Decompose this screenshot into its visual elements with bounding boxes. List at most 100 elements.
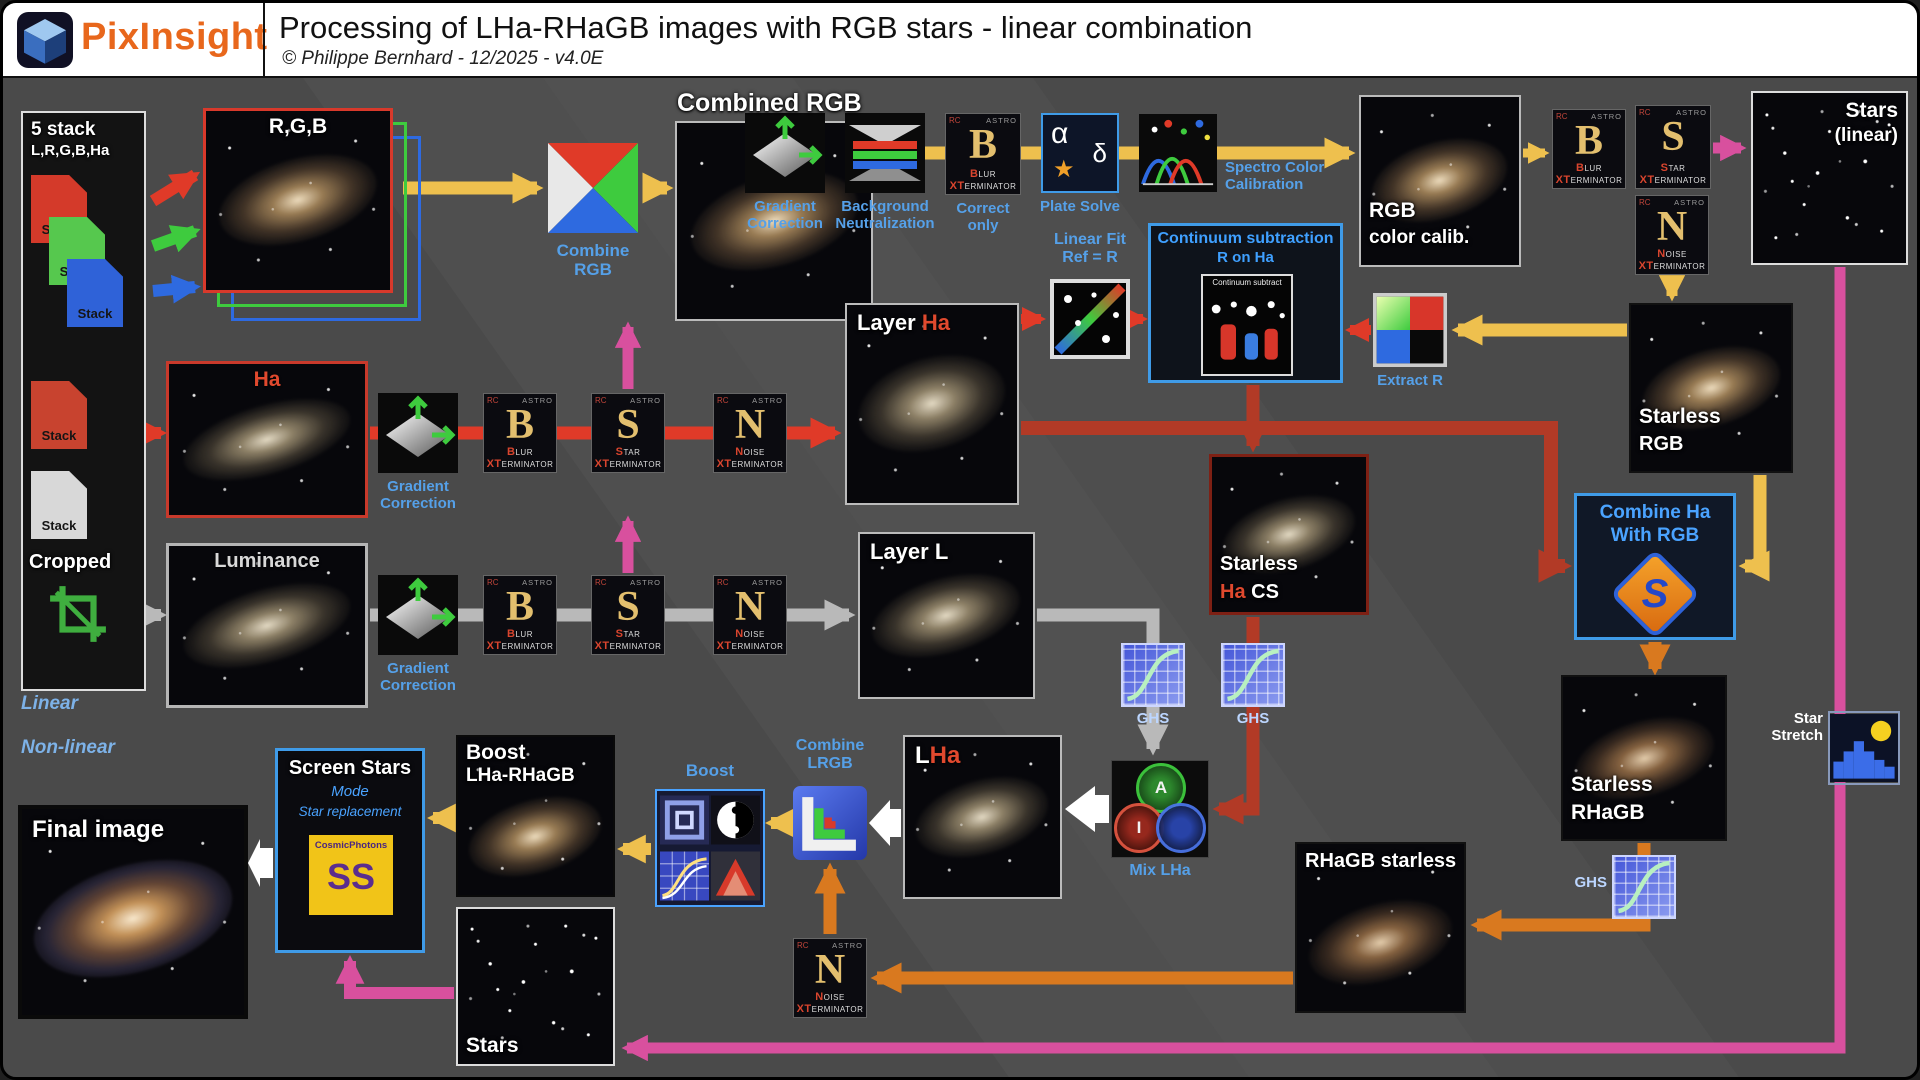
xt-letter: N — [1656, 204, 1688, 250]
xt-word1-rest: OISE — [743, 630, 765, 639]
xt-word1-initial: N — [735, 628, 744, 640]
lha-label-l: L — [915, 742, 930, 769]
arrow-screenstars-final — [248, 839, 273, 887]
xt-word1-initial: S — [1660, 162, 1669, 174]
yin-yang-blend-icon — [711, 795, 760, 845]
histogram-peak-icon — [711, 851, 760, 901]
xt-word2-initial: XT — [716, 640, 732, 652]
arrow-stack-r — [149, 169, 201, 207]
gradient-correction-icon — [378, 393, 458, 473]
xt-word2-rest: ERMINATOR — [609, 460, 662, 469]
xt-word1: NOISE — [1636, 248, 1708, 260]
xt-letter: S — [1661, 114, 1685, 160]
section-linear-label: Linear — [21, 693, 79, 714]
xt-word2-rest: ERMINATOR — [731, 642, 784, 651]
stars-linear-label-l2: (linear) — [1834, 125, 1898, 146]
gradient-label-l2: Correction — [747, 214, 823, 232]
xt-astro-badge: ASTRO — [1674, 198, 1705, 207]
alpha-symbol: α — [1051, 117, 1069, 150]
xt-word1-rest: TAR — [623, 630, 641, 639]
xt-rc-badge: RC — [717, 578, 729, 587]
galaxy-graphic — [174, 566, 360, 685]
stacks-panel: 5 stack L,R,G,B,Ha Stack Stack Stack Sta… — [21, 111, 146, 691]
noisexterminator-icon: RC ASTRO N NOISE XTERMINATOR — [713, 393, 787, 473]
noisexterminator-icon: RC ASTRO N NOISE XTERMINATOR — [793, 938, 867, 1018]
continuum-title-l1: Continuum subtraction — [1157, 230, 1334, 247]
xt-word2: XTERMINATOR — [794, 1003, 866, 1015]
star-stretch-label-l2: Stretch — [1771, 726, 1823, 744]
xt-rc-badge: RC — [1639, 198, 1651, 207]
xt-word2-rest: ERMINATOR — [811, 1005, 864, 1014]
stars-linear-image: Stars (linear) — [1751, 91, 1908, 265]
rhagb-starless-image: RHaGB starless — [1295, 842, 1466, 1013]
gradient-correction-label: Gradient Correction — [350, 478, 486, 513]
pixel-inset-icon — [660, 795, 709, 845]
xt-word2: XTERMINATOR — [1553, 174, 1625, 186]
combine-lrgb-icon — [793, 786, 867, 860]
stack-doc-lum: Stack — [31, 471, 87, 539]
lha-label-ha: Ha — [929, 742, 961, 769]
gradient-label-l2: Correction — [380, 494, 456, 512]
ha-image: Ha — [166, 361, 368, 518]
xt-letter: B — [1574, 118, 1603, 164]
boost-icons-label: Boost — [685, 761, 735, 780]
noisexterminator-icon: RC ASTRO N NOISE XTERMINATOR — [713, 575, 787, 655]
backneut-label-l2: Neutralization — [835, 214, 935, 232]
xt-letter: N — [734, 402, 766, 448]
xt-word2-rest: ERMINATOR — [609, 642, 662, 651]
luminance-image: Luminance — [166, 543, 368, 708]
plate-solve-label: Plate Solve — [1039, 198, 1121, 215]
star-stretch-label-l1: Star — [1793, 710, 1823, 727]
boost-image-label-l2: LHa-RHaGB — [466, 765, 575, 786]
extract-r-label: Extract R — [1377, 372, 1443, 389]
xt-word2: XTERMINATOR — [946, 180, 1020, 192]
arrow-stack-b — [152, 274, 201, 304]
xt-letter: B — [968, 122, 997, 168]
layer-ha-label-suffix: Ha — [921, 310, 950, 335]
rgb-calib-label-l1: RGB — [1369, 199, 1416, 222]
continuum-subtract-icon: Continuum subtract — [1201, 274, 1293, 376]
layer-ha-label: Layer Ha — [857, 310, 950, 336]
xt-word2-rest: ERMINATOR — [501, 460, 554, 469]
galaxy-graphic — [1565, 702, 1723, 814]
xt-rc-badge: RC — [595, 578, 607, 587]
mix-letter-i: I — [1136, 818, 1142, 837]
xt-word2: XTERMINATOR — [484, 458, 556, 470]
ghs-stretch-icon — [1221, 643, 1285, 707]
crop-icon — [50, 586, 106, 642]
xt-word2: XTERMINATOR — [592, 640, 664, 652]
ghs-label: GHS — [1574, 874, 1607, 891]
xt-letter: B — [505, 584, 534, 630]
stacks-title: 5 stack — [31, 119, 96, 140]
cropped-label: Cropped — [29, 551, 112, 573]
xt-word2: XTERMINATOR — [1636, 260, 1708, 272]
stack-doc-ha: Stack — [31, 381, 87, 449]
xt-rc-badge: RC — [949, 116, 961, 125]
combine-lrgb-label-l1: Combine — [795, 737, 865, 754]
ghs-stretch-icon — [1121, 643, 1185, 707]
gradient-correction-icon — [745, 113, 825, 193]
xt-letter: S — [616, 584, 640, 630]
layer-l-image: Layer L — [858, 532, 1035, 699]
boost-icons-block — [655, 789, 765, 907]
xt-word1-initial: N — [815, 991, 824, 1003]
xt-word2-initial: XT — [594, 458, 610, 470]
xt-word1: BLUR — [484, 628, 556, 640]
header-bar: PixInsight Processing of LHa-RHaGB image… — [3, 3, 1917, 78]
noisexterminator-icon: RC ASTRO N NOISE XTERMINATOR — [1635, 195, 1709, 275]
starless-rhagb-image: Starless RHaGB — [1561, 675, 1727, 841]
combine-lrgb-label-l2: LRGB — [807, 754, 853, 772]
xt-word2-rest: ERMINATOR — [1570, 176, 1623, 185]
xt-word2-rest: ERMINATOR — [1654, 176, 1707, 185]
stacks-channels: L,R,G,B,Ha — [31, 142, 110, 159]
stack-doc-label: Stack — [41, 518, 77, 533]
arrow-stack-g — [150, 225, 201, 253]
layer-ha-image: Layer Ha — [845, 303, 1019, 505]
xt-letter: N — [814, 947, 846, 993]
gradient-label-l1: Gradient — [754, 198, 816, 215]
mix-lha-label: Mix LHa — [1129, 862, 1191, 879]
xt-word2-initial: XT — [1639, 174, 1655, 186]
spcc-label: Spectro Color Calibration — [1225, 159, 1355, 194]
rgb-image: R,G,B — [203, 108, 393, 293]
xt-astro-badge: ASTRO — [752, 578, 783, 587]
